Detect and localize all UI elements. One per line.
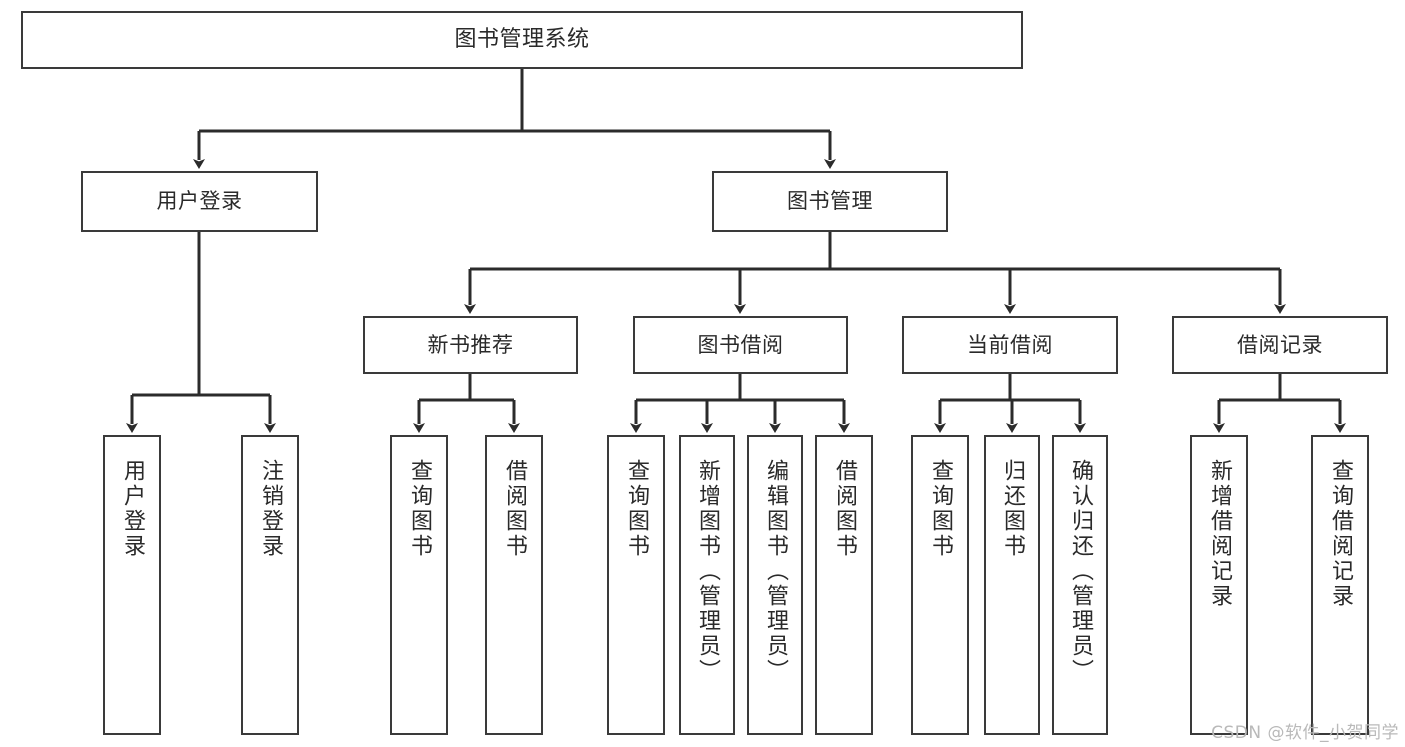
- node-leaf-return-book-label: 归还图书: [1000, 459, 1025, 559]
- node-book-manage-label: 图书管理: [787, 189, 873, 214]
- node-leaf-query-borrow-record-label: 查询借阅记录: [1328, 459, 1353, 609]
- node-leaf-confirm-return-admin[interactable]: 确认归还（管理员）: [1052, 435, 1108, 735]
- node-book-borrow-label: 图书借阅: [697, 332, 784, 357]
- node-leaf-borrow-book-2[interactable]: 借阅图书: [815, 435, 873, 735]
- node-leaf-query-book-1[interactable]: 查询图书: [390, 435, 448, 735]
- node-leaf-query-book-1-label: 查询图书: [407, 459, 432, 559]
- node-borrow-record[interactable]: 借阅记录: [1172, 316, 1388, 374]
- node-leaf-user-login[interactable]: 用户登录: [103, 435, 161, 735]
- node-leaf-query-book-3-label: 查询图书: [928, 459, 953, 559]
- node-user-login[interactable]: 用户登录: [81, 171, 318, 232]
- node-book-borrow[interactable]: 图书借阅: [633, 316, 848, 374]
- node-root-label: 图书管理系统: [454, 27, 590, 53]
- node-leaf-user-login-label: 用户登录: [120, 459, 145, 559]
- node-leaf-confirm-return-admin-label: 确认归还（管理员）: [1068, 459, 1093, 684]
- node-leaf-return-book[interactable]: 归还图书: [984, 435, 1040, 735]
- node-new-book-recommendation-label: 新书推荐: [427, 332, 514, 357]
- node-current-borrow-label: 当前借阅: [967, 332, 1053, 357]
- node-new-book-recommendation[interactable]: 新书推荐: [363, 316, 578, 374]
- node-leaf-edit-book-admin[interactable]: 编辑图书（管理员）: [747, 435, 803, 735]
- node-leaf-edit-book-admin-label: 编辑图书（管理员）: [763, 459, 788, 684]
- node-book-manage[interactable]: 图书管理: [712, 171, 948, 232]
- node-leaf-borrow-book-2-label: 借阅图书: [832, 459, 857, 559]
- node-current-borrow[interactable]: 当前借阅: [902, 316, 1118, 374]
- node-leaf-query-book-2[interactable]: 查询图书: [607, 435, 665, 735]
- node-leaf-logout[interactable]: 注销登录: [241, 435, 299, 735]
- node-leaf-add-book-admin[interactable]: 新增图书（管理员）: [679, 435, 735, 735]
- node-borrow-record-label: 借阅记录: [1237, 332, 1323, 357]
- node-user-login-label: 用户登录: [156, 189, 243, 214]
- node-leaf-add-borrow-record-label: 新增借阅记录: [1207, 459, 1232, 609]
- node-leaf-query-borrow-record[interactable]: 查询借阅记录: [1311, 435, 1369, 735]
- node-leaf-logout-label: 注销登录: [258, 459, 283, 559]
- node-root[interactable]: 图书管理系统: [21, 11, 1023, 69]
- node-leaf-query-book-2-label: 查询图书: [624, 459, 649, 559]
- node-leaf-borrow-book-1[interactable]: 借阅图书: [485, 435, 543, 735]
- node-leaf-add-book-admin-label: 新增图书（管理员）: [695, 459, 720, 684]
- node-leaf-borrow-book-1-label: 借阅图书: [502, 459, 527, 559]
- node-leaf-query-book-3[interactable]: 查询图书: [911, 435, 969, 735]
- node-leaf-add-borrow-record[interactable]: 新增借阅记录: [1190, 435, 1248, 735]
